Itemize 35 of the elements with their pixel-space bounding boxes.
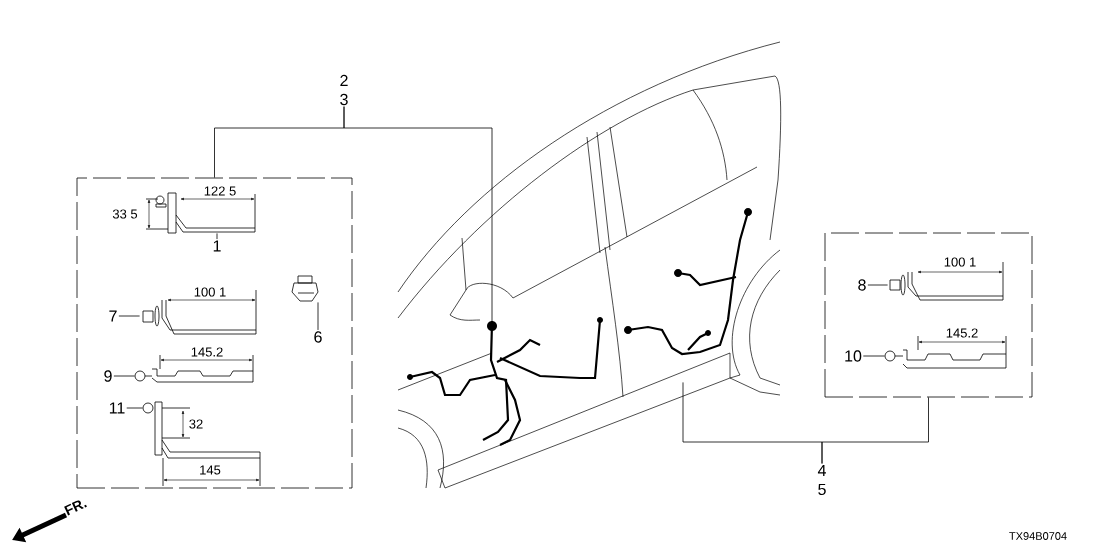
callout-number: 11 [109, 402, 125, 414]
clip-drawing [291, 275, 319, 302]
leader-line [862, 355, 885, 357]
dashed-frame [76, 177, 353, 489]
dimension-label: 33 5 [112, 209, 138, 219]
leader-line [113, 375, 135, 377]
clip-drawing [884, 349, 1007, 369]
dimension-label: 32 [189, 419, 203, 429]
dimension-label: 145.2 [191, 347, 223, 357]
clip-drawing [142, 299, 257, 335]
leader-line [867, 284, 888, 286]
callout-number: 10 [845, 350, 862, 362]
leader-line [317, 302, 319, 331]
clip-drawing [889, 271, 1004, 301]
callout-number: 7 [109, 310, 117, 322]
direction-label: FR. [64, 500, 87, 516]
callout-number: 2 3 [340, 74, 348, 106]
dimension-label: 122 5 [204, 186, 236, 196]
drawing-code: TX94B0704 [1009, 532, 1067, 540]
wire-harness-drawing [624, 208, 752, 356]
callout-number: 4 5 [817, 464, 826, 496]
leader-line [682, 382, 823, 464]
callout-number: 9 [104, 370, 112, 382]
clip-drawing [134, 368, 254, 383]
leader-line [216, 233, 218, 240]
leader-line [118, 315, 140, 317]
leader-line [126, 407, 143, 409]
clip-drawing [142, 401, 261, 459]
callout-number: 6 [314, 331, 322, 343]
callout-number: 8 [858, 279, 866, 291]
dashed-frame [824, 232, 1033, 398]
callout-number: 1 [213, 240, 221, 252]
leader-line [343, 106, 493, 322]
wire-harness-drawing [407, 317, 603, 446]
dimension-label: 145.2 [946, 328, 978, 338]
